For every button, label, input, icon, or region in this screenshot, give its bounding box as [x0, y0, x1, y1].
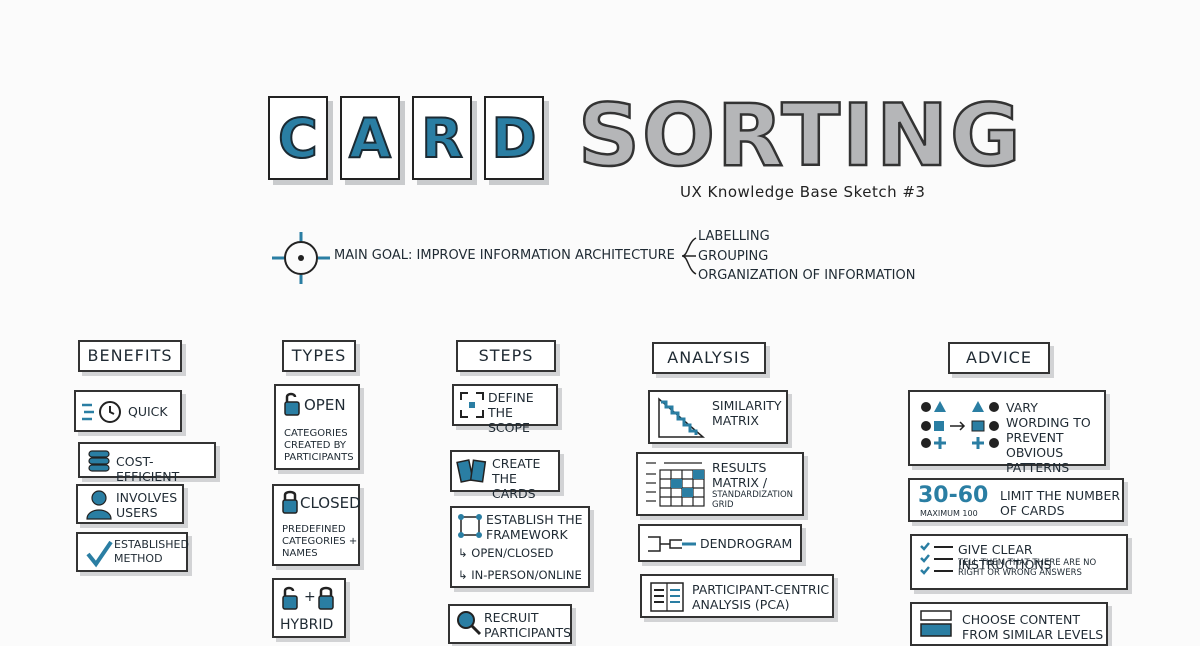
analysis-results-sub: STANDARDIZATION GRID	[712, 490, 793, 510]
step-sub-open-closed: ↳ OPEN/CLOSED	[458, 546, 554, 560]
target-icon	[272, 232, 330, 284]
results-grid-icon	[646, 462, 705, 507]
shapes-pattern-icon	[921, 401, 999, 449]
advice-vary-card: VARY WORDING TO PREVENT OBVIOUS PATTERNS	[908, 390, 1106, 475]
analysis-similarity-label: SIMILARITY MATRIX	[712, 398, 782, 428]
type-open-title: OPEN	[304, 396, 346, 414]
benefit-users-label: INVOLVES USERS	[116, 490, 178, 520]
advice-instructions-sub: TELL THEM THAT THERE ARE NO RIGHT OR WRO…	[958, 558, 1097, 578]
step-create-label: CREATE THE CARDS	[492, 456, 541, 501]
hybrid-locks-icon	[282, 586, 334, 610]
step-define-card: DEFINE THE SCOPE	[452, 384, 558, 435]
user-icon	[86, 490, 112, 520]
analysis-results-card: RESULTS MATRIX / STANDARDIZATION GRID	[636, 452, 804, 516]
step-establish-label: ESTABLISH THE FRAMEWORK	[486, 512, 583, 542]
unlocked-lock-icon	[284, 392, 300, 416]
step-sub-in-person: ↳ IN-PERSON/ONLINE	[458, 568, 582, 582]
locked-lock-icon	[282, 490, 298, 514]
analysis-dendrogram-label: DENDROGRAM	[700, 536, 793, 551]
analysis-dendrogram-card: DENDROGRAM	[638, 524, 802, 562]
type-open-desc: CATEGORIES CREATED BY PARTICIPANTS	[284, 428, 354, 463]
type-closed-title: CLOSED	[300, 494, 361, 512]
advice-limit-label: LIMIT THE NUMBER OF CARDS	[1000, 488, 1121, 518]
analysis-pca-card: PARTICIPANT-CENTRIC ANALYSIS (PCA)	[640, 574, 834, 618]
header-advice: ADVICE	[948, 342, 1050, 374]
header-steps: STEPS	[456, 340, 556, 372]
framework-icon	[458, 514, 482, 538]
dendrogram-icon	[648, 536, 696, 552]
benefit-method-card: ESTABLISHED METHOD	[76, 532, 189, 572]
advice-range: 30-60	[918, 483, 989, 508]
title-letter-d: D	[484, 96, 544, 180]
cards-icon	[456, 459, 487, 483]
benefit-quick-card: QUICK	[74, 390, 182, 432]
type-hybrid-plus: +	[304, 589, 316, 605]
title-letter-a: A	[340, 96, 400, 180]
advice-max: MAXIMUM 100	[920, 509, 978, 518]
header-types: TYPES	[282, 340, 356, 372]
type-hybrid-card: + HYBRID	[272, 578, 346, 638]
type-hybrid-title: HYBRID	[280, 617, 334, 633]
goal-item-grouping: GROUPING	[698, 249, 769, 264]
advice-instructions-card: GIVE CLEAR INSTRUCTIONS TELL THEM THAT T…	[910, 534, 1128, 590]
content-levels-icon	[920, 610, 952, 637]
step-recruit-card: RECRUIT PARTICIPANTS	[448, 604, 572, 644]
advice-limit-card: 30-60 MAXIMUM 100 LIMIT THE NUMBER OF CA…	[908, 478, 1124, 522]
step-recruit-label: RECRUIT PARTICIPANTS	[484, 610, 572, 640]
checkmark-icon	[86, 540, 113, 568]
goal-item-labelling: LABELLING	[698, 229, 770, 244]
main-goal: MAIN GOAL: IMPROVE INFORMATION ARCHITECT…	[334, 248, 675, 263]
similarity-matrix-icon	[658, 397, 706, 438]
step-define-label: DEFINE THE SCOPE	[488, 390, 534, 435]
title-sorting: SORTING	[577, 85, 1023, 188]
coins-icon	[88, 450, 110, 472]
magnifier-icon	[457, 611, 482, 636]
advice-content-card: CHOOSE CONTENT FROM SIMILAR LEVELS	[910, 602, 1108, 646]
type-closed-card: CLOSED PREDEFINED CATEGORIES + NAMES	[272, 484, 361, 566]
checklist-icon	[920, 542, 953, 575]
step-establish-card: ESTABLISH THE FRAMEWORK ↳ OPEN/CLOSED ↳ …	[450, 506, 590, 588]
subtitle: UX Knowledge Base Sketch #3	[680, 183, 926, 201]
clock-icon	[82, 401, 121, 423]
type-closed-desc: PREDEFINED CATEGORIES + NAMES	[282, 524, 358, 559]
step-create-card: CREATE THE CARDS	[450, 450, 560, 501]
analysis-results-label: RESULTS MATRIX /	[712, 460, 768, 490]
advice-vary-label: VARY WORDING TO PREVENT OBVIOUS PATTERNS	[1006, 400, 1091, 475]
goal-branches	[681, 237, 697, 275]
goal-item-organization: ORGANIZATION OF INFORMATION	[698, 268, 916, 283]
advice-instructions-label: GIVE CLEAR INSTRUCTIONS	[958, 542, 1052, 572]
header-analysis: ANALYSIS	[652, 342, 766, 374]
scope-frame-icon	[460, 392, 484, 418]
benefit-cost-card: COST-EFFICIENT	[78, 442, 216, 484]
benefit-quick-label: QUICK	[128, 404, 168, 419]
header-benefits: BENEFITS	[78, 340, 182, 372]
type-open-card: OPEN CATEGORIES CREATED BY PARTICIPANTS	[274, 384, 360, 470]
benefit-cost-label: COST-EFFICIENT	[116, 454, 180, 484]
title-letter-c: C	[268, 96, 328, 180]
benefit-method-label: ESTABLISHED METHOD	[114, 538, 189, 565]
pca-document-icon	[650, 582, 684, 612]
analysis-similarity-card: SIMILARITY MATRIX	[648, 390, 788, 444]
analysis-pca-label: PARTICIPANT-CENTRIC ANALYSIS (PCA)	[692, 582, 830, 612]
advice-content-label: CHOOSE CONTENT FROM SIMILAR LEVELS	[962, 612, 1104, 642]
title-letter-r: R	[412, 96, 472, 180]
benefit-users-card: INVOLVES USERS	[76, 484, 184, 524]
